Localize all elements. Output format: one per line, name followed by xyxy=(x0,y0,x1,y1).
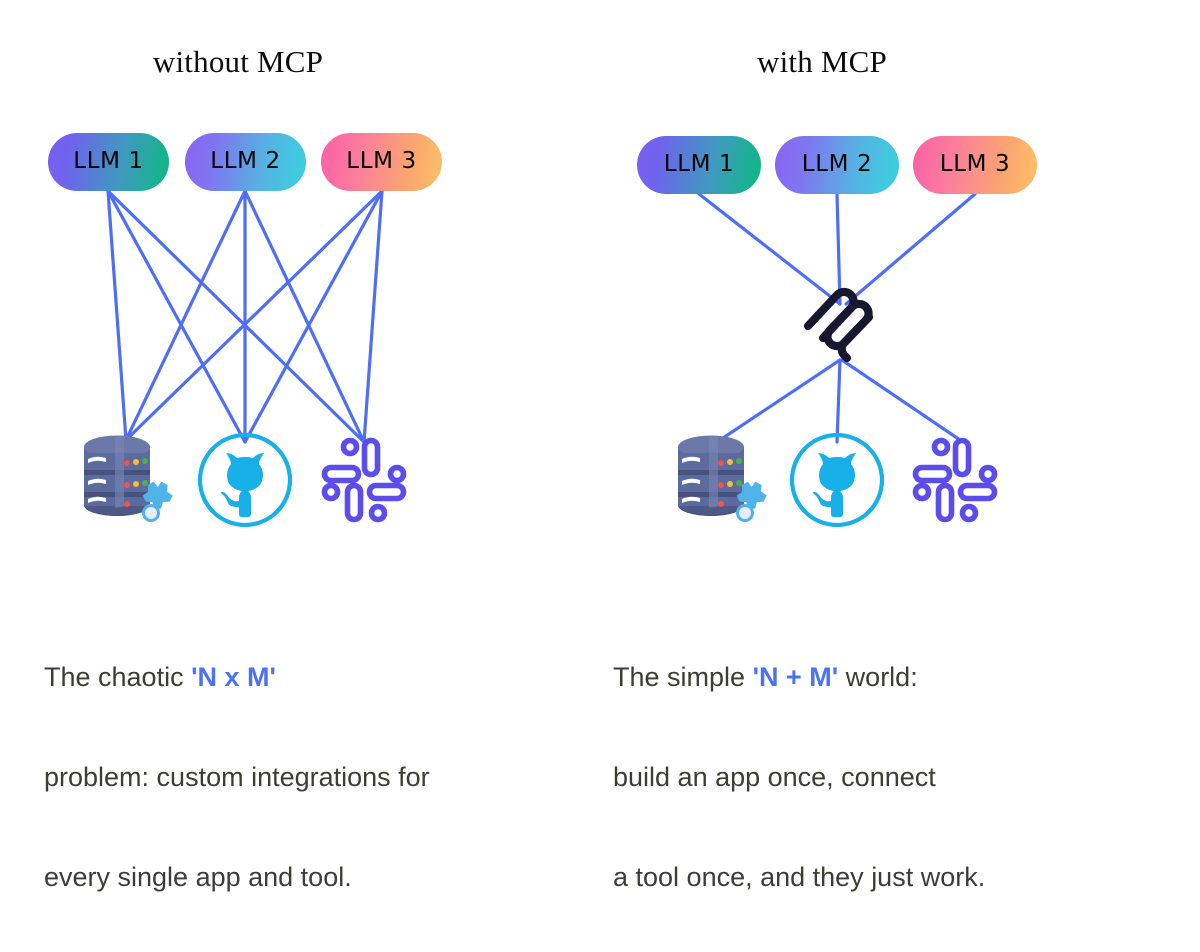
llm-pill-3[interactable]: LLM 3 xyxy=(321,133,442,191)
mcp-logo-icon[interactable] xyxy=(803,282,881,364)
caption-text-post: world: xyxy=(838,662,918,692)
llm-pill-2[interactable]: LLM 2 xyxy=(775,136,899,194)
caption-line-3: a tool once, and they just work. xyxy=(613,862,986,892)
panel-without-mcp: without MCP LLM 1 LLM 2 LLM 3 xyxy=(0,0,600,892)
caption-emphasis: 'N + M' xyxy=(752,662,839,692)
database-icon[interactable] xyxy=(668,425,772,529)
caption-with-mcp: The simple 'N + M' world: build an app o… xyxy=(613,552,1173,952)
github-icon[interactable] xyxy=(785,428,889,532)
caption-emphasis: 'N x M' xyxy=(191,662,276,692)
llm-pill-1[interactable]: LLM 1 xyxy=(637,136,761,194)
llm-pill-3[interactable]: LLM 3 xyxy=(913,136,1037,194)
llm-pill-2[interactable]: LLM 2 xyxy=(185,133,306,191)
llm-pill-3-label: LLM 3 xyxy=(346,148,417,174)
llm-pill-2-label: LLM 2 xyxy=(210,148,281,174)
llm-pill-3-label: LLM 3 xyxy=(939,151,1011,177)
caption-line-1: The simple 'N + M' world: xyxy=(613,602,1173,702)
github-icon[interactable] xyxy=(193,428,297,532)
caption-text: The chaotic xyxy=(44,662,192,692)
llm-pill-1-label: LLM 1 xyxy=(73,148,144,174)
caption-line-2: problem: custom integrations for xyxy=(44,762,430,792)
caption-text: The simple xyxy=(613,662,753,692)
caption-line-1: The chaotic 'N x M' xyxy=(44,602,584,702)
page-title-with-mcp: with MCP xyxy=(757,44,887,79)
caption-line-2: build an app once, connect xyxy=(613,762,936,792)
panel-with-mcp: with MCP LLM 1 LLM 2 LLM 3 xyxy=(600,0,1200,892)
caption-without-mcp: The chaotic 'N x M' problem: custom inte… xyxy=(44,552,584,952)
page-title-without-mcp: without MCP xyxy=(152,44,324,79)
llm-pill-1-label: LLM 1 xyxy=(663,151,735,177)
slack-icon[interactable] xyxy=(312,428,416,532)
caption-line-3: every single app and tool. xyxy=(44,862,352,892)
llm-pill-2-label: LLM 2 xyxy=(801,151,873,177)
llm-pill-1[interactable]: LLM 1 xyxy=(48,133,169,191)
slack-icon[interactable] xyxy=(903,428,1007,532)
database-icon[interactable] xyxy=(74,425,178,529)
